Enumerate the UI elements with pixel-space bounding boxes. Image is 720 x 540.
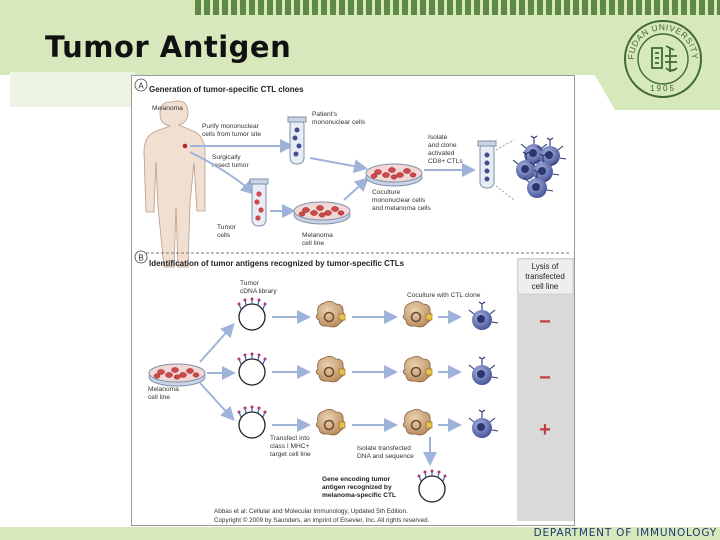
slide-title: Tumor Antigen	[45, 30, 292, 64]
figure-panel: A Generation of tumor-specific CTL clone…	[131, 75, 575, 526]
label-isolate-3: activated	[428, 150, 455, 157]
department-label: DEPARTMENT OF IMMUNOLOGY	[533, 527, 717, 539]
label-coculture-1: Coculture	[372, 189, 401, 196]
tumor-site-marker	[182, 143, 188, 149]
tube-mononuclear	[287, 116, 307, 165]
tube-ctl-clone	[477, 140, 497, 189]
label-isolate-1: Isolate	[428, 134, 448, 141]
result-1: −	[539, 311, 551, 333]
panel-a-heading: Generation of tumor-specific CTL clones	[149, 85, 304, 94]
label-coculture-2: mononuclear cells	[372, 197, 426, 204]
university-seal-icon: FUDAN UNIVERSITY 1905	[624, 20, 702, 98]
citation-line-1: Abbas et al: Cellular and Molecular Immu…	[214, 508, 408, 515]
label-melanoma: Melanoma	[152, 105, 183, 112]
seal-year: 1905	[650, 84, 676, 93]
label-cdna-1: Tumor	[240, 280, 260, 287]
b-row-3	[236, 404, 499, 439]
dish-melanoma-b	[148, 363, 206, 387]
label-gene-1: Gene encoding tumor	[322, 476, 391, 483]
patient-figure	[143, 100, 206, 268]
label-purify-2: cells from tumor site	[202, 131, 261, 138]
label-transfect-3: target cell line	[270, 451, 311, 458]
panel-b-heading: Identification of tumor antigens recogni…	[149, 259, 405, 268]
panel-b: B Identification of tumor antigens recog…	[134, 250, 574, 524]
dish-melanoma-line	[293, 201, 351, 225]
label-cell-line-1: Melanoma	[302, 232, 333, 239]
label-resect-1: Surgically	[212, 154, 241, 161]
label-coculture-3: and melanoma cells	[372, 205, 431, 212]
label-coculture-ctl: Coculture with CTL clone	[407, 292, 481, 299]
antigen-plasmid	[416, 468, 448, 503]
label-b-cell-line-1: Melanoma	[148, 386, 179, 393]
label-b-isolate-2: DNA and sequence	[357, 453, 414, 460]
lysis-label-3: cell line	[532, 282, 559, 291]
citation-line-2: Copyright © 2009 by Saunders, an imprint…	[214, 516, 430, 524]
label-tumor-cells-2: cells	[217, 232, 231, 239]
decorative-bar	[10, 72, 135, 107]
label-cell-line-2: cell line	[302, 240, 324, 247]
ctl-cluster	[512, 135, 567, 199]
arrow-b-row3	[199, 382, 235, 421]
b-row-1	[236, 296, 499, 331]
label-transfect-2: class I MHC+	[270, 443, 310, 450]
decorative-stripes	[195, 0, 720, 15]
label-cdna-2: cDNA library	[240, 288, 277, 295]
panel-a-badge: A	[138, 82, 144, 91]
arrow-resect	[189, 151, 255, 195]
label-isolate-2: and clone	[428, 142, 457, 149]
b-row-2	[236, 351, 499, 386]
lysis-panel	[517, 258, 574, 521]
label-isolate-4: CD8+ CTLs	[428, 158, 463, 165]
arrow-to-coculture-b	[343, 177, 369, 201]
label-purify-1: Purify mononuclear	[202, 123, 260, 130]
label-tumor-cells-1: Tumor	[217, 224, 237, 231]
tumor-antigen-diagram: A Generation of tumor-specific CTL clone…	[134, 78, 574, 524]
label-resect-2: resect tumor	[212, 162, 249, 169]
seal-text: FUDAN UNIVERSITY	[626, 22, 700, 60]
decorative-diagonal	[560, 15, 720, 110]
label-b-isolate-1: Isolate transfected	[357, 445, 411, 452]
label-b-cell-line-2: cell line	[148, 394, 170, 401]
arrow-to-coculture-a	[309, 157, 368, 174]
label-patients-2: mononuclear cells	[312, 119, 366, 126]
result-2: −	[539, 367, 551, 389]
result-3: +	[539, 419, 551, 441]
label-gene-2: antigen recognized by	[322, 484, 392, 491]
label-gene-3: melanoma-specific CTL	[322, 492, 396, 499]
dish-coculture	[365, 163, 423, 187]
label-patients-1: Patient's	[312, 111, 338, 118]
panel-b-badge: B	[138, 254, 143, 263]
tube-tumor-cells	[249, 178, 269, 227]
label-transfect-1: Transfect into	[270, 435, 310, 442]
arrow-b-row1	[199, 323, 235, 363]
footer-bar	[0, 527, 720, 540]
lysis-label-1: Lysis of	[532, 262, 560, 271]
svg-text:FUDAN UNIVERSITY: FUDAN UNIVERSITY	[626, 22, 700, 60]
panel-a: A Generation of tumor-specific CTL clone…	[134, 78, 567, 268]
lysis-label-2: transfected	[525, 272, 565, 281]
